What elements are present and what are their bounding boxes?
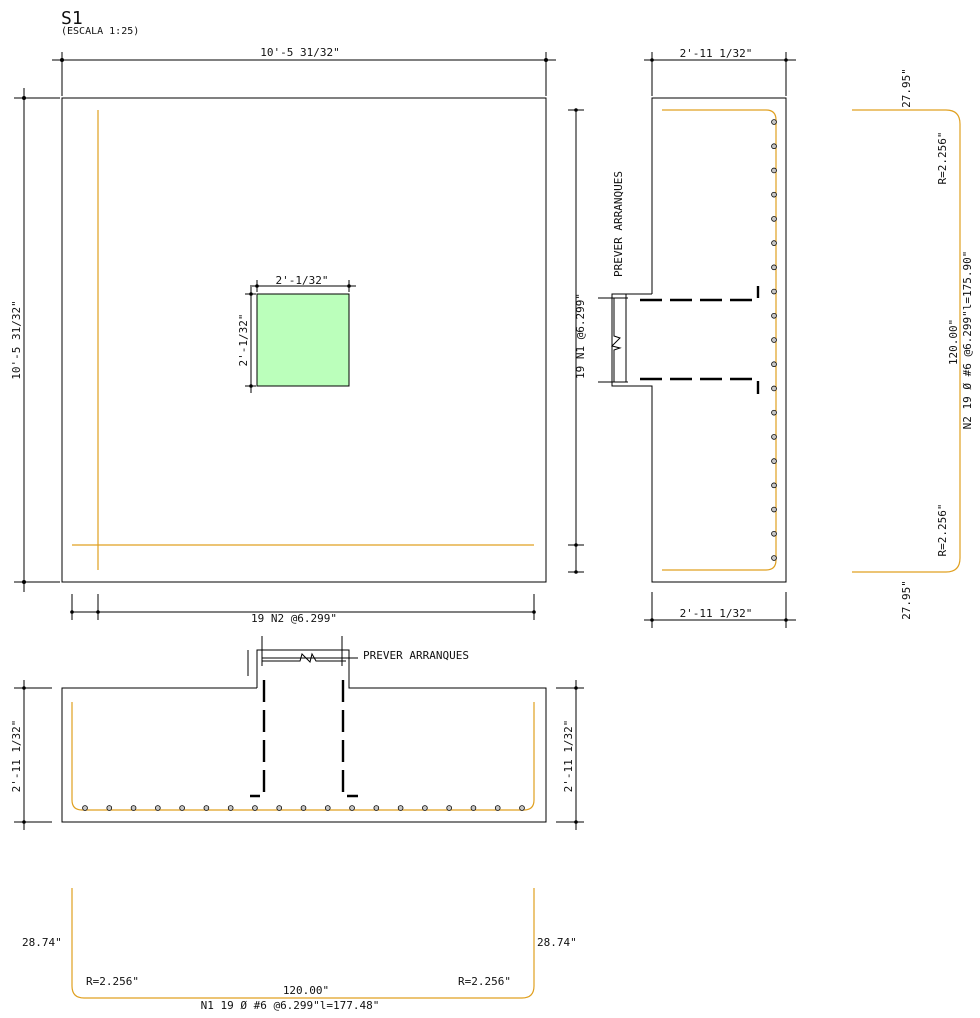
rebar-dot xyxy=(771,191,777,198)
bar-n1-spec: N1 19 Ø #6 @6.299"l=177.48" xyxy=(201,999,380,1012)
drawing-title: S1 xyxy=(61,8,83,29)
rebar-dot xyxy=(470,805,477,811)
front-right-label: 2'-11 1/32" xyxy=(562,720,575,793)
rebar-dot xyxy=(155,805,161,811)
plan-height-label: 10'-5 31/32" xyxy=(10,300,23,379)
side-bottom-label: 2'-11 1/32" xyxy=(680,607,753,620)
rebar-dot xyxy=(203,805,210,811)
rebar-dot xyxy=(771,216,777,222)
front-section-outline xyxy=(61,649,547,823)
side-section: PREVER ARRANQUES 2'-11 1/32" 2'-11 1/32" xyxy=(598,47,796,628)
rebar-dot xyxy=(373,805,380,811)
column-height-dimension: 2'-1/32" xyxy=(237,287,256,393)
front-right-dimension: 2'-11 1/32" xyxy=(556,680,584,830)
rebar-dot xyxy=(106,805,113,811)
plan-width-dimension: 10'-5 31/32" xyxy=(52,46,556,96)
bar-n2-spec: N2 19 Ø #6 @6.299"l=175.90" xyxy=(961,251,974,430)
plan-bars-n2-dimension: 19 N2 @6.299" xyxy=(70,594,536,625)
plan-width-label: 10'-5 31/32" xyxy=(260,46,339,59)
rebar-dot xyxy=(227,805,234,811)
side-starter-bars xyxy=(640,286,760,394)
column-height-label: 2'-1/32" xyxy=(237,314,250,367)
plan-bars-n1-dimension: 19 N1 @6.299" xyxy=(568,108,587,574)
side-bottom-dimension: 2'-11 1/32" xyxy=(644,592,796,628)
rebar-dot xyxy=(771,385,777,392)
bar-n1-radius-left: R=2.256" xyxy=(86,975,139,988)
rebar-dot xyxy=(771,555,777,561)
front-section-note: PREVER ARRANQUES xyxy=(363,649,469,662)
rebar-dot xyxy=(771,482,777,489)
column-footprint xyxy=(256,293,350,387)
rebar-dot xyxy=(397,805,404,811)
rebar-dot xyxy=(324,805,331,811)
plan-bars-n1-label: 19 N1 @6.299" xyxy=(574,293,587,379)
rebar-dot xyxy=(771,240,777,246)
rebar-dot xyxy=(276,805,283,811)
bar-n1-rebar xyxy=(71,888,535,999)
rebar-dot xyxy=(771,337,777,343)
column-width-label: 2'-1/32" xyxy=(276,274,329,287)
rebar-dot xyxy=(771,288,777,295)
bar-n2-radius-top: R=2.256" xyxy=(936,132,949,185)
plan-outline xyxy=(61,97,547,583)
rebar-dot xyxy=(349,805,355,811)
side-top-label: 2'-11 1/32" xyxy=(680,47,753,60)
rebar-dot xyxy=(771,530,777,537)
bar-n1-radius-right: R=2.256" xyxy=(458,975,511,988)
side-top-dimension: 2'-11 1/32" xyxy=(644,47,796,96)
rebar-dot xyxy=(771,119,777,125)
plan-view: 10'-5 31/32" 10'-5 31/32" 2'-1/32" xyxy=(10,46,587,625)
bar-n1-shape: 28.74" 28.74" R=2.256" R=2.256" 120.00" … xyxy=(22,888,577,1012)
rebar-dot xyxy=(771,361,777,368)
front-left-dimension: 2'-11 1/32" xyxy=(10,680,52,830)
front-left-label: 2'-11 1/32" xyxy=(10,720,23,793)
side-rebar xyxy=(662,109,777,571)
rebar-dot xyxy=(771,434,777,440)
bar-n1-leg-right: 28.74" xyxy=(537,936,577,949)
rebar-dot xyxy=(771,264,777,271)
plan-bars-n2-label: 19 N2 @6.299" xyxy=(251,612,337,625)
front-starter-bars xyxy=(250,680,358,798)
rebar-dot xyxy=(771,506,777,513)
bar-n2-radius-bottom: R=2.256" xyxy=(936,504,949,557)
rebar-dot xyxy=(82,805,88,811)
side-rebar-dots xyxy=(771,119,777,561)
rebar-dot xyxy=(519,805,525,811)
side-section-note: PREVER ARRANQUES xyxy=(612,171,625,277)
rebar-dot xyxy=(494,805,501,811)
drawing-scale: (ESCALA 1:25) xyxy=(61,26,139,37)
bar-n1-leg-left: 28.74" xyxy=(22,936,62,949)
bar-n2-rebar xyxy=(852,109,961,573)
rebar-dot xyxy=(252,805,258,811)
rebar-dot xyxy=(422,805,428,811)
front-section: PREVER ARRANQUES 2'-11 1/32" 2'-11 1/32" xyxy=(10,636,584,830)
rebar-dot xyxy=(771,312,777,319)
side-section-outline xyxy=(611,97,787,583)
rebar-dot xyxy=(771,458,777,464)
rebar-dot xyxy=(771,409,777,416)
front-rebar-dots xyxy=(82,805,525,811)
bar-n2-leg-bottom: 27.95" xyxy=(900,580,913,620)
rebar-dot xyxy=(300,805,307,811)
rebar-dot xyxy=(771,167,777,174)
front-rebar xyxy=(71,702,535,811)
plan-height-dimension: 10'-5 31/32" xyxy=(10,88,60,592)
rebar-dot xyxy=(130,805,137,811)
rebar-dot xyxy=(446,805,452,811)
bar-n2-length: 120.00" xyxy=(947,319,960,365)
column-width-dimension: 2'-1/32" xyxy=(250,274,356,292)
rebar-dot xyxy=(179,805,185,811)
bar-n2-shape: 27.95" R=2.256" 120.00" N2 19 Ø #6 @6.29… xyxy=(852,68,974,620)
bar-n2-leg-top: 27.95" xyxy=(900,68,913,108)
rebar-dot xyxy=(771,143,777,150)
bar-n1-length: 120.00" xyxy=(283,984,329,997)
